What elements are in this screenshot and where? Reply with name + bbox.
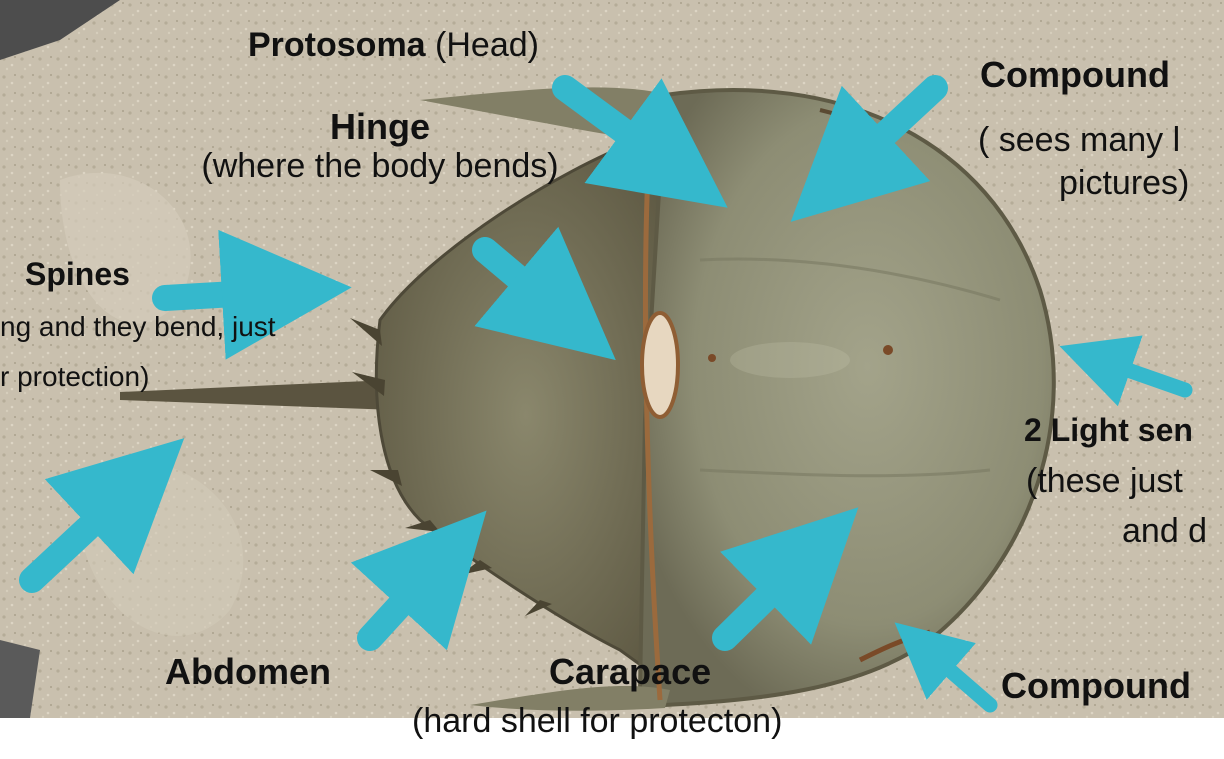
label-protosoma: Protosoma (Head) (248, 26, 539, 65)
label-spines-desc-1: ng and they bend, just (0, 311, 276, 343)
label-compound-eye-top-desc-2: pictures) (1059, 164, 1189, 203)
hinge-opening (642, 313, 678, 417)
label-light-sensors-title: 2 Light sen (1024, 412, 1193, 449)
label-abdomen-title: Abdomen (165, 651, 331, 692)
label-light-sensors-desc-1: (these just (1026, 462, 1183, 501)
arrow-spines (165, 290, 305, 298)
label-spines-title: Spines (25, 256, 130, 293)
label-carapace-title: Carapace (549, 651, 711, 692)
label-compound-eye-top-title: Compound (980, 54, 1170, 95)
label-hinge-desc: (where the body bends) (155, 147, 605, 186)
label-spines-desc-2: r protection) (0, 361, 149, 393)
label-compound-eye-bottom-title: Compound (1001, 665, 1191, 706)
label-hinge: Hinge (where the body bends) (155, 106, 605, 186)
label-compound-eye-top-desc-1: ( sees many l (978, 121, 1180, 160)
label-carapace-desc: (hard shell for protecton) (412, 702, 782, 741)
label-protosoma-desc: (Head) (426, 26, 539, 64)
label-protosoma-title: Protosoma (248, 26, 426, 64)
label-hinge-title: Hinge (155, 106, 605, 147)
label-light-sensors-desc-2: and d (1122, 512, 1207, 551)
